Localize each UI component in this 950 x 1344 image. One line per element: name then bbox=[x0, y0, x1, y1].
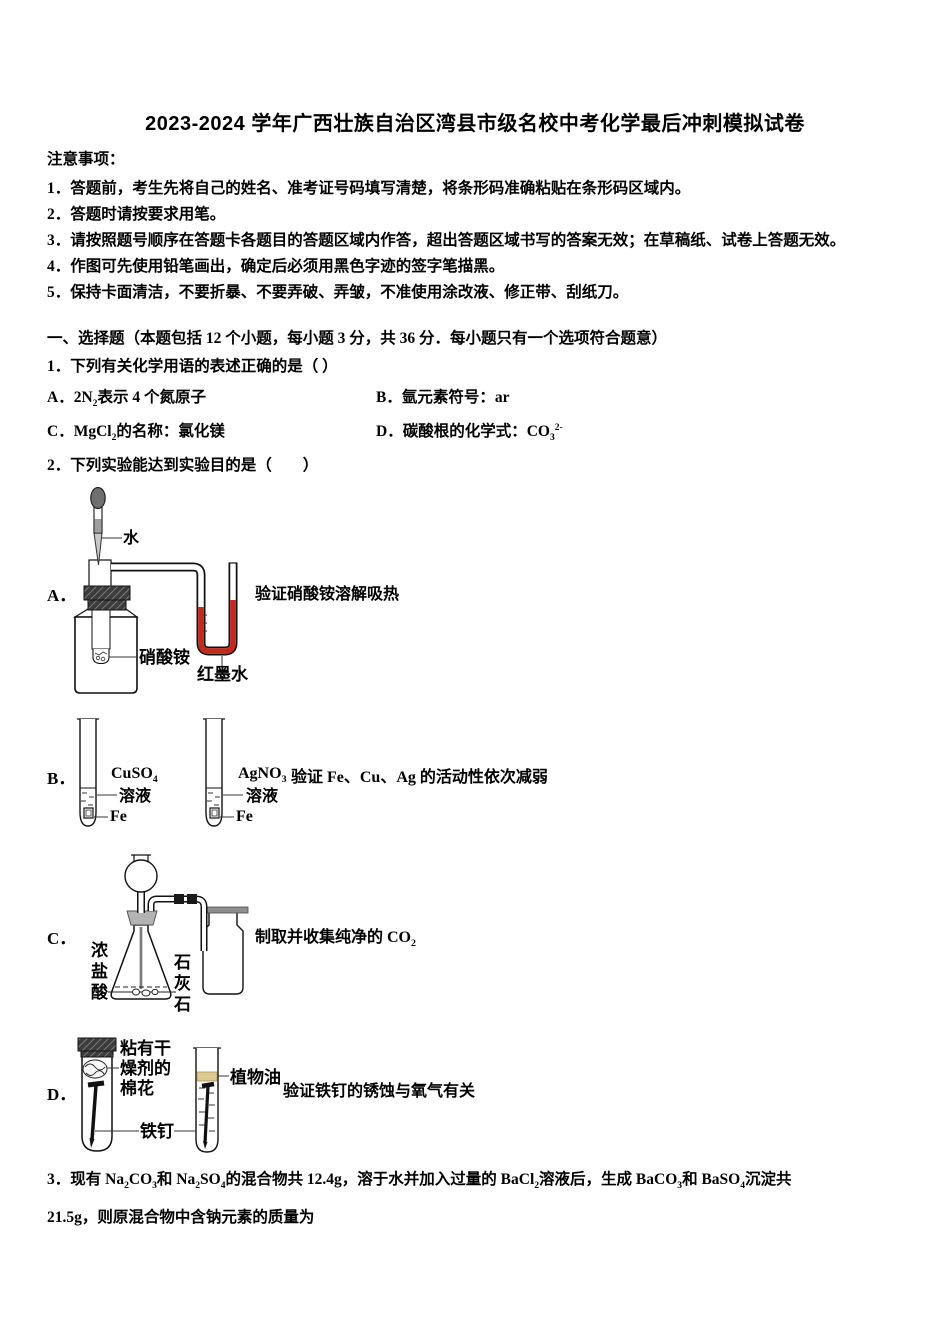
apparatus-c-co2-generation-setup bbox=[108, 854, 249, 1000]
iron-nail bbox=[201, 1081, 215, 1089]
thistle-funnel bbox=[124, 854, 158, 913]
notice-item-5: 5．保持卡面清洁，不要折暴、不要弄破、弄皱，不准使用涂改液、修正带、刮纸刀。 bbox=[47, 284, 629, 301]
fe-label-1: Fe bbox=[110, 808, 127, 825]
q1-option-b: B．氩元素符号：ar bbox=[376, 389, 510, 406]
cuso4-label: CuSO4 bbox=[111, 765, 158, 786]
glass-plate bbox=[201, 906, 249, 914]
cotton-label-line-1: 粘有干 bbox=[120, 1039, 171, 1058]
bottle-mouth bbox=[88, 559, 112, 589]
notice-heading: 注意事项： bbox=[47, 151, 125, 168]
solution-label-1: 溶液 bbox=[119, 788, 152, 805]
q1-option-a: A．2N2表示 4 个氮原子 bbox=[47, 389, 206, 410]
notice-item-2: 2．答题时请按要求用笔。 bbox=[47, 206, 226, 223]
iron-piece bbox=[83, 807, 94, 819]
hcl-label: 浓盐酸 bbox=[91, 941, 108, 1002]
q2-option-a-label: A． bbox=[47, 586, 77, 605]
gas-collecting-bottle bbox=[201, 906, 249, 995]
dropper bbox=[90, 486, 106, 566]
rubber-connector bbox=[174, 894, 184, 904]
red-ink-liquid bbox=[198, 600, 236, 654]
q2-option-b-label: B． bbox=[47, 769, 76, 788]
iron-nail bbox=[87, 1080, 105, 1088]
limestone-label: 石灰石 bbox=[174, 953, 191, 1014]
q2-option-d-caption: 验证铁钉的锈蚀与氧气有关 bbox=[283, 1083, 476, 1100]
test-tube-cuso4 bbox=[77, 718, 117, 827]
iron-piece bbox=[209, 807, 220, 819]
notice-item-4: 4．作图可先使用铅笔画出，确定后必须用黑色字迹的签字笔描黑。 bbox=[47, 258, 505, 275]
q3-stem-line-1: 3．现有 Na2CO3和 Na2SO4的混合物共 12.4g，溶于水并加入过量的… bbox=[47, 1171, 792, 1192]
cotton-label-line-2: 燥剂的 bbox=[120, 1059, 171, 1078]
q2-option-c-label: C． bbox=[47, 929, 77, 948]
fe-label-2: Fe bbox=[236, 808, 253, 825]
agno3-label: AgNO3 bbox=[238, 765, 287, 786]
q1-option-c: C．MgCl2的名称：氯化镁 bbox=[47, 423, 225, 444]
notice-item-1: 1．答题前，考生先将自己的姓名、准考证号码填写清楚，将条形码准确粘贴在条形码区域… bbox=[47, 180, 691, 197]
erlenmeyer-flask bbox=[108, 924, 176, 1000]
section-heading: 一、选择题（本题包括 12 个小题，每小题 3 分，共 36 分．每小题只有一个… bbox=[47, 330, 668, 347]
water-label: 水 bbox=[123, 530, 140, 547]
q2-option-a-caption: 验证硝酸铵溶解吸热 bbox=[255, 586, 400, 603]
test-tube-agno3 bbox=[203, 718, 243, 827]
apparatus-a-dissolution-setup bbox=[72, 486, 238, 694]
cotton-label-line-3: 棉花 bbox=[120, 1079, 154, 1098]
page-title: 2023-2024 学年广西壮族自治区湾县市级名校中考化学最后冲刺模拟试卷 bbox=[145, 113, 805, 135]
reagent-bottle bbox=[72, 606, 139, 694]
notice-item-3: 3．请按照题号顺序在答题卡各题目的答题区域内作答，超出答题区域书写的答案无效；在… bbox=[47, 232, 846, 249]
q2-stem: 2．下列实验能达到实验目的是（ ） bbox=[47, 457, 319, 474]
dropper-bulb bbox=[90, 486, 106, 510]
delivery-tube bbox=[147, 894, 208, 951]
iron-nail-label: 铁钉 bbox=[140, 1122, 174, 1141]
q2-option-c-caption: 制取并收集纯净的 CO2 bbox=[255, 929, 416, 950]
q2-option-d-label: D． bbox=[47, 1085, 77, 1104]
q2-option-b-caption: 验证 Fe、Cu、Ag 的活动性依次减弱 bbox=[291, 769, 548, 786]
sealed-test-tube bbox=[77, 1037, 139, 1152]
apparatus-b-metal-activity-setup bbox=[77, 718, 243, 827]
u-tube bbox=[111, 562, 238, 656]
inner-test-tube bbox=[92, 649, 110, 665]
rubber-stopper bbox=[83, 585, 131, 611]
vegetable-oil-label: 植物油 bbox=[230, 1068, 281, 1087]
ammonium-nitrate-label: 硝酸铵 bbox=[139, 648, 190, 667]
limestone-chips bbox=[132, 988, 140, 996]
q3-stem-line-2: 21.5g，则原混合物中含钠元素的质量为 bbox=[47, 1209, 315, 1226]
flask-stopper bbox=[126, 910, 158, 926]
solution-label-2: 溶液 bbox=[246, 788, 279, 805]
q1-stem: 1．下列有关化学用语的表述正确的是（ ） bbox=[47, 358, 338, 375]
rubber-stopper bbox=[77, 1037, 117, 1052]
apparatus-d-nail-rust-setup bbox=[77, 1037, 229, 1153]
red-ink-label: 红墨水 bbox=[197, 665, 248, 684]
water-oil-test-tube bbox=[174, 1047, 229, 1153]
q1-option-d: D．碳酸根的化学式：CO32- bbox=[376, 421, 563, 444]
vegetable-oil-layer bbox=[196, 1071, 218, 1082]
